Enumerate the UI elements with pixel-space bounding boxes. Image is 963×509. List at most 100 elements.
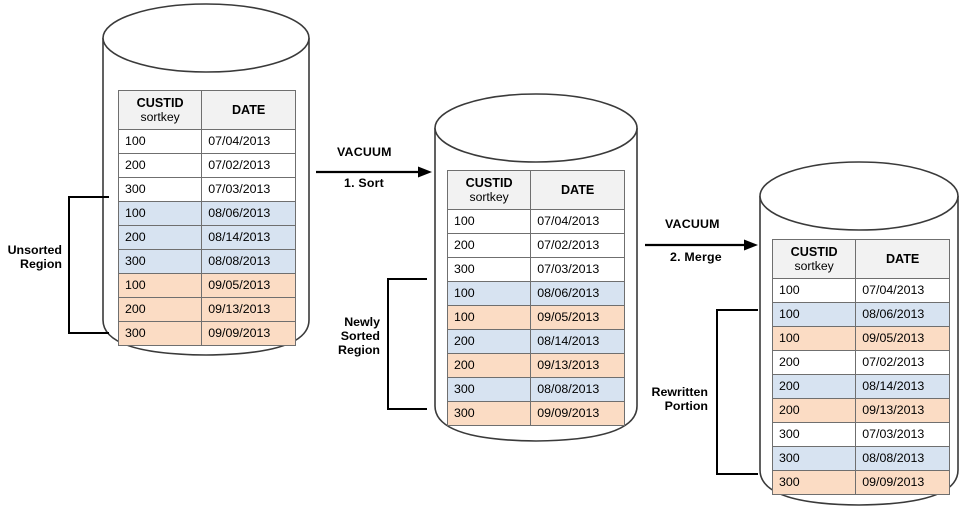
cell-custid: 200 <box>117 153 203 178</box>
cell-date: 09/05/2013 <box>201 273 296 298</box>
date-header-label: DATE <box>231 102 266 117</box>
cell-date: 09/13/2013 <box>201 297 296 322</box>
cell-custid: 300 <box>771 470 857 495</box>
cell-date: 08/06/2013 <box>855 302 950 327</box>
cell-custid: 200 <box>446 329 532 354</box>
bracket-unsorted-region <box>67 196 110 334</box>
cell-custid: 100 <box>117 201 203 226</box>
cell-custid: 200 <box>446 233 532 258</box>
cell-custid: 300 <box>117 249 203 274</box>
column-header-date: DATE <box>855 239 950 279</box>
cell-custid: 300 <box>446 377 532 402</box>
cell-custid: 200 <box>771 398 857 423</box>
vacuum-merge-bottom-label: 2. Merge <box>670 250 722 264</box>
cell-custid: 100 <box>771 278 857 303</box>
cell-custid: 300 <box>446 401 532 426</box>
custid-header-label: CUSTID <box>790 244 838 259</box>
vacuum-merge-arrow <box>645 239 758 251</box>
cell-custid: 200 <box>771 374 857 399</box>
cell-date: 08/14/2013 <box>201 225 296 250</box>
cell-date: 07/04/2013 <box>530 209 625 234</box>
cell-custid: 300 <box>771 422 857 447</box>
cell-date: 09/13/2013 <box>530 353 625 378</box>
cell-custid: 100 <box>446 281 532 306</box>
bracket-newly-sorted-region <box>386 278 428 410</box>
date-header-label: DATE <box>560 182 595 197</box>
cell-date: 08/08/2013 <box>201 249 296 274</box>
cell-date: 08/06/2013 <box>530 281 625 306</box>
cell-custid: 300 <box>771 446 857 471</box>
cell-date: 07/02/2013 <box>855 350 950 375</box>
custid-header-label: CUSTID <box>136 95 184 110</box>
vacuum-sort-arrow <box>316 166 432 178</box>
cell-date: 07/04/2013 <box>855 278 950 303</box>
custid-header-label: CUSTID <box>465 175 513 190</box>
vacuum-merge-top-label: VACUUM <box>665 217 720 231</box>
column-header-date: DATE <box>201 90 296 130</box>
cell-date: 07/02/2013 <box>530 233 625 258</box>
cell-date: 09/05/2013 <box>530 305 625 330</box>
cell-date: 07/03/2013 <box>855 422 950 447</box>
cell-date: 09/09/2013 <box>855 470 950 495</box>
cell-date: 09/09/2013 <box>530 401 625 426</box>
bracket-rewritten-portion <box>715 309 759 475</box>
cell-custid: 100 <box>771 326 857 351</box>
cell-custid: 100 <box>117 273 203 298</box>
table-header-row: CUSTID sortkey DATE <box>117 90 296 130</box>
column-header-custid: CUSTID sortkey <box>446 170 532 210</box>
cell-date: 07/02/2013 <box>201 153 296 178</box>
cell-custid: 200 <box>117 297 203 322</box>
cell-date: 07/03/2013 <box>530 257 625 282</box>
cell-custid: 100 <box>446 305 532 330</box>
cell-custid: 200 <box>117 225 203 250</box>
cell-custid: 200 <box>446 353 532 378</box>
cell-date: 07/03/2013 <box>201 177 296 202</box>
date-header-label: DATE <box>885 251 920 266</box>
cell-date: 09/09/2013 <box>201 321 296 346</box>
cell-custid: 100 <box>117 129 203 154</box>
cell-custid: 100 <box>771 302 857 327</box>
cell-custid: 300 <box>117 177 203 202</box>
table-header-row: CUSTID sortkey DATE <box>771 239 950 279</box>
cell-date: 08/14/2013 <box>855 374 950 399</box>
column-header-date: DATE <box>530 170 625 210</box>
cell-custid: 100 <box>446 209 532 234</box>
sortkey-sublabel: sortkey <box>469 190 509 205</box>
cell-date: 08/08/2013 <box>530 377 625 402</box>
cell-custid: 300 <box>117 321 203 346</box>
cell-date: 09/13/2013 <box>855 398 950 423</box>
bracket-newly-sorted-region-label: Newly Sorted Region <box>338 315 380 357</box>
sortkey-sublabel: sortkey <box>140 110 180 125</box>
cell-date: 08/06/2013 <box>201 201 296 226</box>
column-header-custid: CUSTID sortkey <box>771 239 857 279</box>
cell-date: 09/05/2013 <box>855 326 950 351</box>
table-header-row: CUSTID sortkey DATE <box>446 170 625 210</box>
